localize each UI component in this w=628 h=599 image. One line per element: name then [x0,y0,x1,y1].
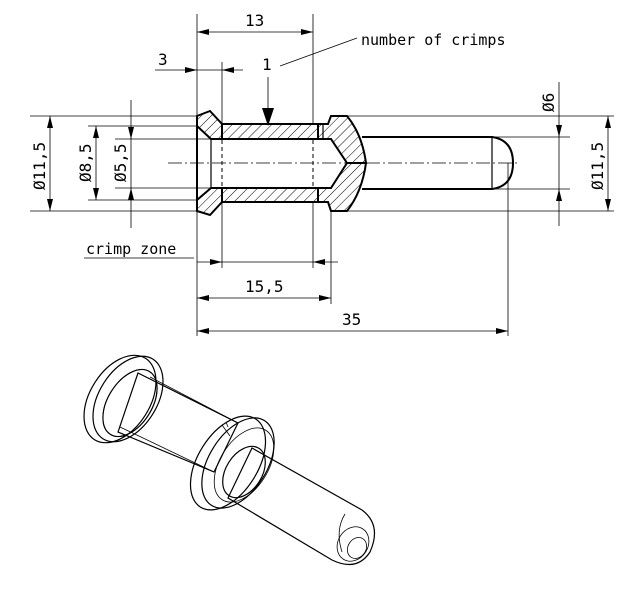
sleeve-top-wall [196,109,223,140]
iso-back-flange [83,354,157,444]
dim-phi-5-5: Ø5,5 [111,143,130,182]
iso-sleeve-body [117,372,239,473]
iso-pin [227,447,376,566]
number-of-crimps-label: number of crimps [361,31,506,49]
dim-15-5-label: 15,5 [245,277,284,296]
iso-pin-tip [336,526,370,562]
isometric-view [83,354,376,566]
dim-phi-11-5-right: Ø11,5 [588,142,607,190]
iso-front-flange [189,415,267,511]
sleeve-top-body [221,123,319,140]
dim-3-label: 3 [158,50,168,69]
sleeve-bottom-body [221,187,319,203]
dim-1-label: 1 [262,55,272,74]
dimensions: 13 3 1 number of crimps Ø11,5 Ø8,5 [30,11,614,336]
pin-outline [362,136,515,190]
section-view [168,109,520,217]
sleeve-bottom-wall [196,187,223,217]
dim-phi-8-5: Ø8,5 [76,143,95,182]
dim-phi-11-5-left: Ø11,5 [30,142,49,190]
dim-phi-6: Ø6 [539,93,558,112]
flange-top [317,115,368,164]
crimp-zone-label: crimp zone [86,240,176,258]
dim-13-label: 13 [245,11,264,30]
dim-35-label: 35 [342,310,361,329]
